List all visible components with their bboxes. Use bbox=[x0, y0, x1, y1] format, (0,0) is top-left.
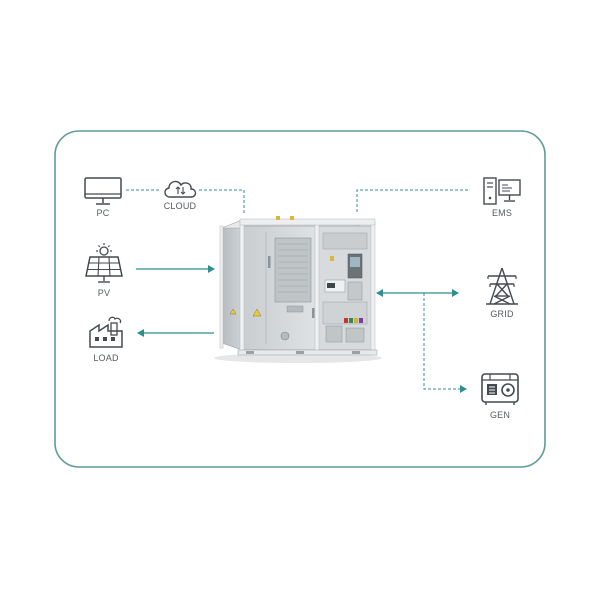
power-tower-icon bbox=[484, 266, 520, 306]
diagram-frame bbox=[54, 130, 546, 468]
monitor-icon bbox=[83, 176, 123, 206]
load-label: LOAD bbox=[93, 353, 119, 363]
ems-label: EMS bbox=[491, 208, 513, 218]
cloud-label: CLOUD bbox=[163, 201, 197, 211]
grid-label: GRID bbox=[490, 309, 514, 319]
energy-storage-cabinet-illustration bbox=[214, 216, 382, 363]
pv-label: PV bbox=[97, 288, 111, 298]
gen-label: GEN bbox=[489, 410, 511, 420]
gen-dashed-branch bbox=[423, 293, 467, 393]
cloud-icon bbox=[161, 176, 199, 200]
factory-icon bbox=[87, 313, 125, 349]
cabinet-ems-dashed-link bbox=[356, 189, 470, 212]
generator-icon bbox=[479, 371, 521, 407]
cloud-cabinet-dashed-link bbox=[199, 189, 245, 214]
solar-panel-icon bbox=[83, 242, 125, 284]
pc-label: PC bbox=[96, 208, 110, 218]
server-monitor-icon bbox=[482, 176, 522, 206]
